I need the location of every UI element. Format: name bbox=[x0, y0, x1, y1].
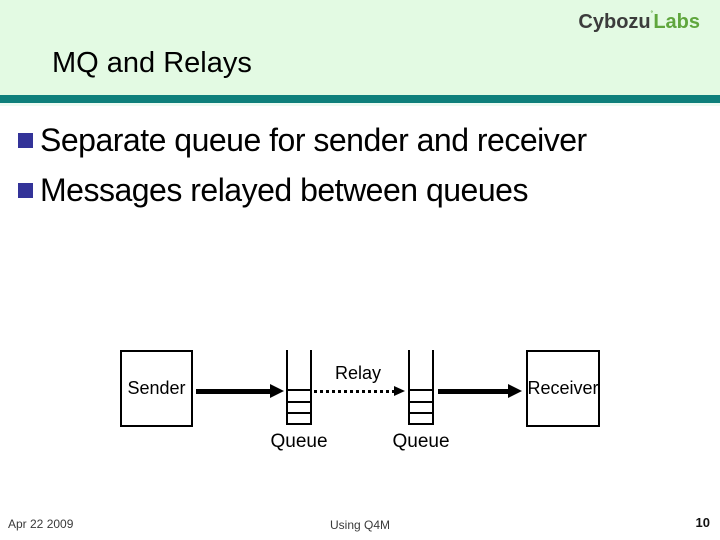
bullet-item: Messages relayed between queues bbox=[18, 169, 528, 211]
receiver-box: Receiver bbox=[526, 350, 600, 427]
queue-left-shape bbox=[286, 350, 312, 425]
divider-glow bbox=[0, 103, 720, 106]
arrowhead-icon bbox=[270, 384, 284, 398]
queue-rung bbox=[410, 401, 432, 403]
receiver-label: Receiver bbox=[527, 378, 599, 398]
sender-box: Sender bbox=[120, 350, 193, 427]
relay-label: Relay bbox=[334, 363, 382, 383]
slide-title: MQ and Relays bbox=[52, 47, 252, 79]
bullet-square-icon bbox=[18, 183, 33, 198]
queue-rung bbox=[288, 389, 310, 391]
bullet-square-icon bbox=[18, 133, 33, 148]
queue-right-label: Queue bbox=[392, 431, 450, 452]
relay-arrowhead-icon bbox=[394, 386, 405, 396]
divider-bar bbox=[0, 95, 720, 103]
arrowhead-icon bbox=[508, 384, 522, 398]
arrow-sender-to-queue bbox=[196, 389, 271, 394]
cybozu-labs-logo: Cybozu˚Labs bbox=[578, 10, 700, 33]
sender-label: Sender bbox=[127, 378, 186, 398]
logo-trademark-icon: ˚ bbox=[650, 10, 654, 19]
bullet-text: Separate queue for sender and receiver bbox=[40, 122, 587, 158]
queue-rung bbox=[288, 401, 310, 403]
header-band bbox=[0, 0, 720, 95]
logo-suffix-text: Labs bbox=[653, 11, 700, 33]
bullet-item: Separate queue for sender and receiver bbox=[18, 119, 587, 161]
arrow-queue-to-receiver bbox=[438, 389, 509, 394]
queue-right-shape bbox=[408, 350, 434, 425]
logo-brand-text: Cybozu bbox=[578, 11, 651, 33]
relay-dotted-arrow bbox=[314, 390, 395, 393]
queue-rung bbox=[288, 412, 310, 414]
footer-date: Apr 22 2009 bbox=[8, 517, 74, 531]
page-number: 10 bbox=[695, 515, 710, 530]
queue-rung bbox=[410, 412, 432, 414]
queue-rung bbox=[410, 389, 432, 391]
footer-doc-title: Using Q4M bbox=[329, 518, 391, 532]
bullet-text: Messages relayed between queues bbox=[40, 172, 528, 208]
queue-left-label: Queue bbox=[270, 431, 328, 452]
